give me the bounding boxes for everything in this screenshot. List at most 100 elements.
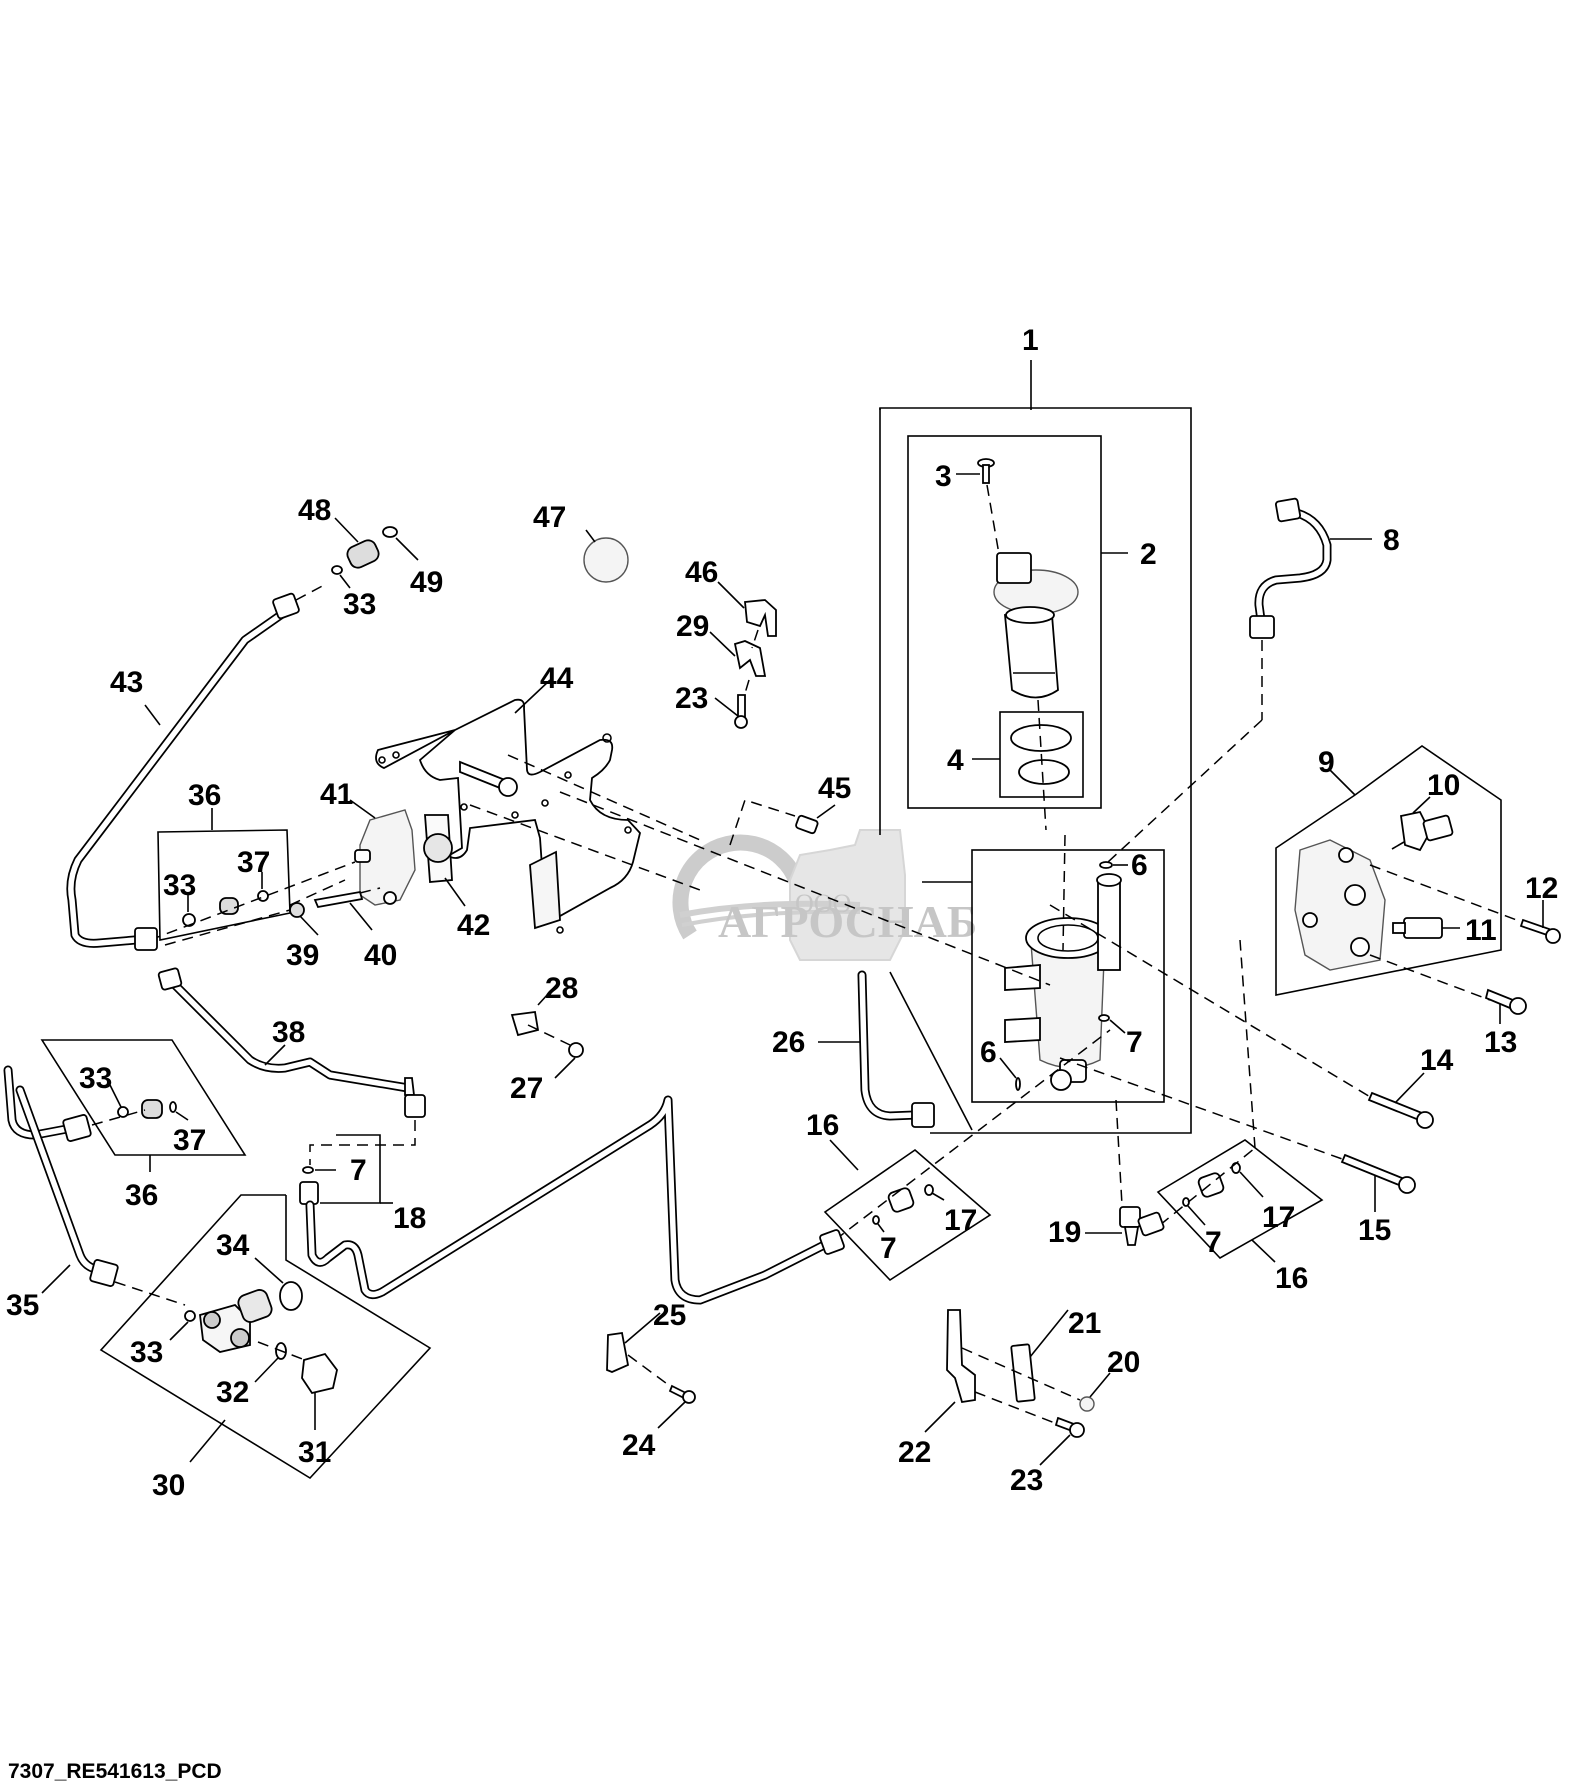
callout-1[interactable]: 1 — [1022, 324, 1039, 357]
callout-7-left[interactable]: 7 — [880, 1232, 897, 1265]
o-ring-part-34 — [254, 1257, 303, 1311]
bolt-part-14 — [1049, 904, 1434, 1129]
callout-27[interactable]: 27 — [510, 1072, 543, 1105]
callout-12[interactable]: 12 — [1525, 872, 1558, 905]
callout-48[interactable]: 48 — [298, 494, 331, 527]
callout-42[interactable]: 42 — [457, 909, 490, 942]
callout-2[interactable]: 2 — [1140, 538, 1157, 571]
callout-6-bottom[interactable]: 6 — [980, 1036, 997, 1069]
watermark-combine-icon — [789, 829, 906, 961]
callout-20[interactable]: 20 — [1107, 1346, 1140, 1379]
sensor-part-10 — [1391, 796, 1454, 852]
callout-44[interactable]: 44 — [540, 662, 574, 695]
callout-37-bottom[interactable]: 37 — [173, 1124, 206, 1157]
washer-part-7-base — [1098, 1014, 1126, 1034]
callout-3[interactable]: 3 — [935, 460, 952, 493]
bolt-part-27 — [527, 1024, 584, 1079]
callout-33-bottom[interactable]: 33 — [130, 1336, 163, 1369]
callout-46[interactable]: 46 — [685, 556, 718, 589]
callout-16-left[interactable]: 16 — [806, 1109, 839, 1142]
callout-7-right[interactable]: 7 — [1205, 1226, 1222, 1259]
clip-part-46 — [717, 581, 777, 637]
callout-19[interactable]: 19 — [1048, 1216, 1081, 1249]
fitting-part-36b — [91, 1084, 189, 1126]
callout-49[interactable]: 49 — [410, 566, 443, 599]
callout-47[interactable]: 47 — [533, 501, 566, 534]
callout-45[interactable]: 45 — [818, 772, 851, 805]
washer-part-6-bottom — [999, 1057, 1021, 1091]
callout-36-top[interactable]: 36 — [188, 779, 221, 812]
callout-10[interactable]: 10 — [1427, 769, 1460, 802]
tube-part-35 — [3, 1065, 186, 1306]
o-ring-part-32 — [254, 1341, 306, 1383]
assembly-30-box — [99, 1194, 432, 1480]
callout-33-top[interactable]: 33 — [343, 588, 376, 621]
callout-17-left[interactable]: 17 — [944, 1204, 977, 1237]
assembly-9-box — [1275, 745, 1502, 996]
callout-8[interactable]: 8 — [1383, 524, 1400, 557]
callout-36-bottom[interactable]: 36 — [125, 1179, 158, 1212]
callout-17-right[interactable]: 17 — [1262, 1201, 1295, 1234]
filter-base-box — [922, 849, 1165, 1103]
pump-part-41 — [349, 799, 416, 906]
fitting-part-36a — [149, 861, 356, 941]
bolt-part-23b — [974, 1391, 1085, 1466]
callout-15[interactable]: 15 — [1358, 1214, 1391, 1247]
nut-part-20 — [961, 1347, 1111, 1412]
callout-13[interactable]: 13 — [1484, 1026, 1517, 1059]
callout-7-tube18[interactable]: 7 — [350, 1154, 367, 1187]
water-sensor-part-2 — [993, 552, 1079, 699]
callout-34[interactable]: 34 — [216, 1229, 250, 1262]
callout-37-top[interactable]: 37 — [237, 846, 270, 879]
callout-labels: 1 2 3 4 6 6 7 8 9 10 11 12 13 14 15 16 1… — [6, 324, 1558, 1502]
callout-35[interactable]: 35 — [6, 1289, 39, 1322]
callout-43[interactable]: 43 — [110, 666, 143, 699]
callout-23-bottom[interactable]: 23 — [1010, 1464, 1043, 1497]
cap-part-31 — [301, 1352, 338, 1430]
pump-part-9 — [1294, 839, 1386, 971]
callout-31[interactable]: 31 — [298, 1436, 331, 1469]
washer-part-6-top — [1099, 861, 1128, 869]
tube-part-18 — [299, 1095, 845, 1305]
callout-25[interactable]: 25 — [653, 1299, 686, 1332]
callout-33-mid[interactable]: 33 — [163, 869, 196, 902]
fitting-part-48 — [334, 517, 380, 569]
assembly-2-box — [907, 435, 1128, 809]
callout-21[interactable]: 21 — [1068, 1307, 1101, 1340]
callout-39[interactable]: 39 — [286, 939, 319, 972]
callout-18[interactable]: 18 — [393, 1202, 426, 1235]
callout-16-right[interactable]: 16 — [1275, 1262, 1308, 1295]
washer-part-33a — [331, 565, 351, 589]
watermark-name: АГРОСНАБ — [718, 896, 977, 947]
bolt-part-13 — [1369, 954, 1527, 1024]
callout-6-top[interactable]: 6 — [1131, 849, 1148, 882]
callout-41[interactable]: 41 — [320, 778, 353, 811]
callout-32[interactable]: 32 — [216, 1376, 249, 1409]
callout-30[interactable]: 30 — [152, 1469, 185, 1502]
callout-38[interactable]: 38 — [272, 1016, 305, 1049]
callout-14[interactable]: 14 — [1420, 1044, 1454, 1077]
bracket-part-22 — [924, 1309, 976, 1433]
assembly-4-box — [972, 711, 1084, 798]
callout-24[interactable]: 24 — [622, 1429, 656, 1462]
watermark: ООО АГРОСНАБ — [672, 829, 977, 961]
callout-28[interactable]: 28 — [545, 972, 578, 1005]
callout-9[interactable]: 9 — [1318, 746, 1335, 779]
callout-22[interactable]: 22 — [898, 1436, 931, 1469]
callout-26[interactable]: 26 — [772, 1026, 805, 1059]
callout-4[interactable]: 4 — [947, 744, 964, 777]
callout-7-base[interactable]: 7 — [1126, 1026, 1143, 1059]
screw-part-3 — [956, 458, 1001, 561]
callout-11[interactable]: 11 — [1465, 914, 1497, 947]
clip-part-28 — [510, 982, 559, 1037]
tee-fitting-part-19 — [1085, 1099, 1165, 1246]
filter-base-body — [1004, 834, 1122, 1091]
tube-part-8 — [1107, 497, 1372, 863]
callout-23-top[interactable]: 23 — [675, 682, 708, 715]
assembly-1-box — [879, 360, 1192, 1134]
callout-40[interactable]: 40 — [364, 939, 397, 972]
callout-33-left[interactable]: 33 — [79, 1062, 112, 1095]
callout-29[interactable]: 29 — [676, 610, 709, 643]
tube-part-38 — [157, 967, 426, 1165]
